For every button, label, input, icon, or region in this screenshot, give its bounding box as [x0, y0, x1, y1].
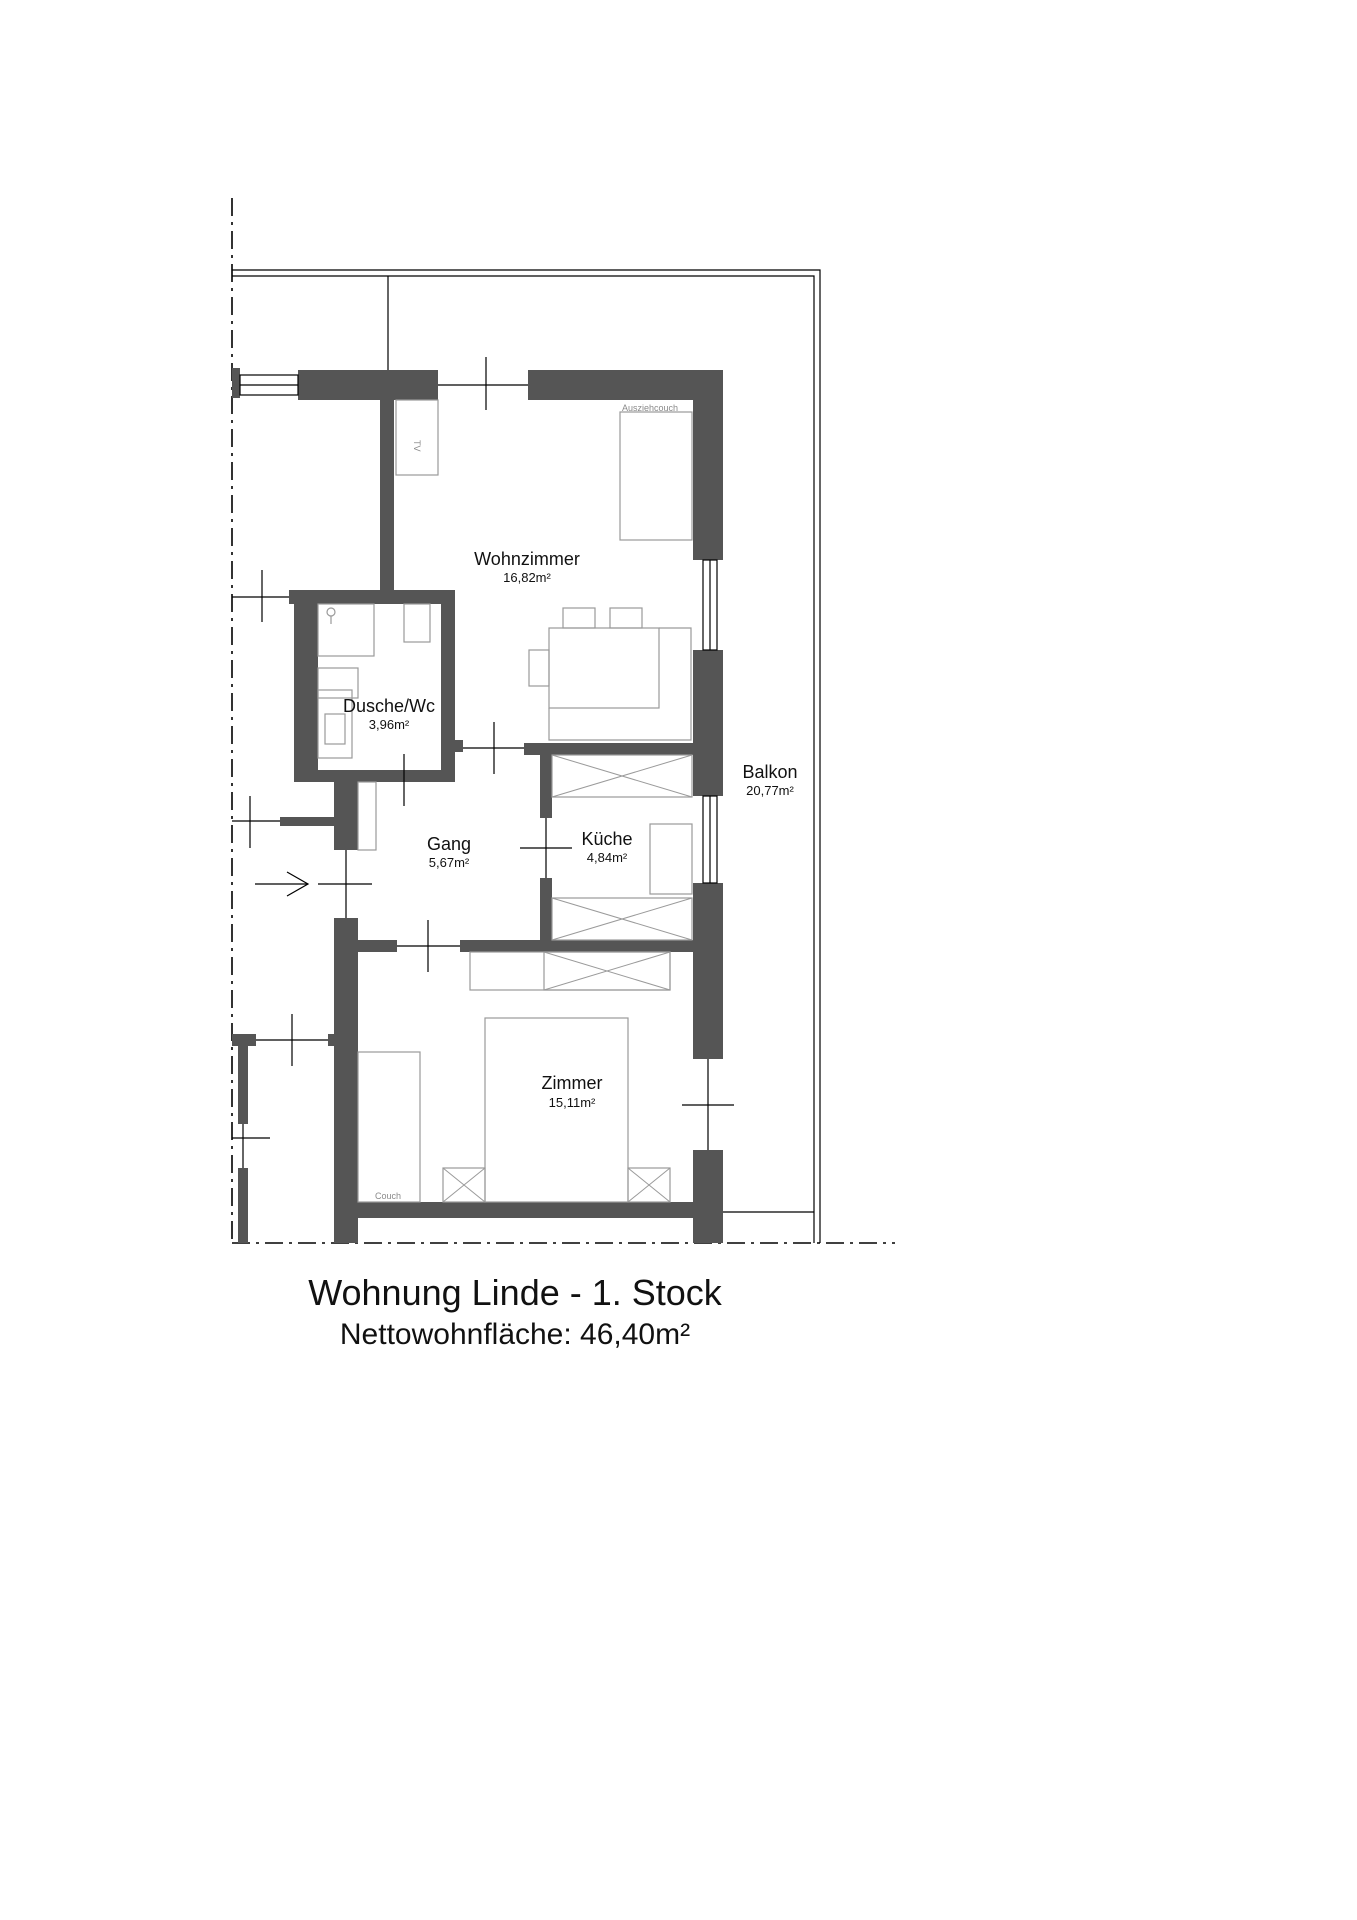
wohnzimmer-furniture	[395, 399, 693, 741]
dining-table	[548, 627, 660, 709]
tv-cabinet	[395, 399, 439, 476]
tv-label: TV	[412, 440, 422, 452]
room-area-kueche: 4,84m²	[587, 850, 628, 865]
sofa-bed	[619, 411, 693, 541]
washbasin	[317, 689, 353, 759]
walls	[232, 368, 723, 1243]
room-area-wohnzimmer: 16,82m²	[503, 570, 551, 585]
room-name-balkon: Balkon	[742, 762, 797, 782]
kitchen-furniture	[551, 754, 693, 941]
room-area-balkon: 20,77m²	[746, 783, 794, 798]
wardrobe	[469, 951, 671, 991]
toilet	[403, 603, 431, 643]
room-name-zimmer: Zimmer	[542, 1073, 603, 1093]
zimmer-furniture	[357, 951, 671, 1203]
floor-plan: TV Ausziehcouch Couch Wohnzimmer 16,82m²…	[231, 198, 895, 1244]
balcony-outline	[232, 269, 821, 1243]
door-markers	[232, 357, 734, 1168]
ausziehcouch-label: Ausziehcouch	[622, 403, 678, 413]
room-area-gang: 5,67m²	[429, 855, 470, 870]
room-name-dusche: Dusche/Wc	[343, 696, 435, 716]
room-name-gang: Gang	[427, 834, 471, 854]
bathroom-furniture	[317, 603, 431, 851]
couch	[357, 1051, 421, 1203]
room-area-dusche: 3,96m²	[369, 717, 410, 732]
room-name-wohnzimmer: Wohnzimmer	[474, 549, 580, 569]
couch-label: Couch	[375, 1191, 401, 1201]
bed	[484, 1017, 629, 1203]
page-title: Wohnung Linde - 1. Stock	[308, 1272, 722, 1313]
room-name-kueche: Küche	[581, 829, 632, 849]
room-area-zimmer: 15,11m²	[549, 1095, 596, 1110]
net-living-area: Nettowohnfläche: 46,40m²	[339, 1318, 691, 1351]
entrance-arrow-icon	[255, 871, 310, 897]
shower	[317, 603, 375, 657]
windows	[239, 374, 718, 884]
